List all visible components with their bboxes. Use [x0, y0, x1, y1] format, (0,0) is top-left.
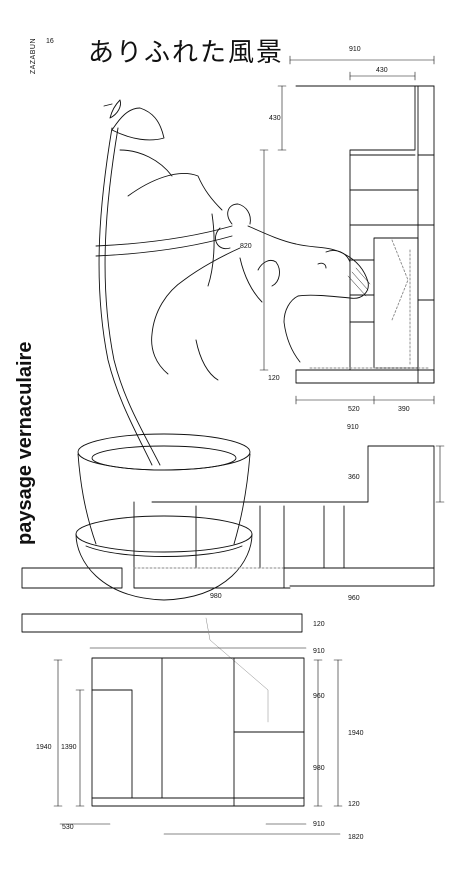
top-dimension-lines: [259, 55, 435, 405]
cabinet-drawing: [91, 657, 305, 807]
dim-step-height: 360: [348, 474, 360, 481]
dimension-labels: 910 430 430 820 120 520 390 910 360 980 …: [36, 46, 410, 841]
japanese-title: ありふれた風景: [88, 38, 285, 68]
dim-cab-height-right: 1940: [348, 730, 364, 737]
step-shelf-drawing: [21, 445, 435, 723]
plant-drawing: [95, 99, 233, 466]
dim-plank: 120: [313, 621, 325, 628]
dim-cab-lower-right: 980: [313, 765, 325, 772]
cabinet-dimension-lines: [53, 647, 343, 835]
dim-top-sub: 430: [376, 67, 388, 74]
top-shelf-drawing: [295, 85, 435, 384]
dim-cab-inner-left: 1390: [61, 744, 77, 751]
issue-number: 16: [46, 38, 54, 45]
dim-top-height: 430: [269, 115, 281, 122]
dim-cab-base: 120: [348, 801, 360, 808]
cow-drawing: [151, 203, 371, 381]
mid-dimension-lines: [435, 445, 445, 503]
dim-cab-upper-right: 960: [313, 693, 325, 700]
dim-cab-right-bottom: 910: [313, 821, 325, 828]
dim-bottom-total: 910: [347, 424, 359, 431]
dim-mid-label: 820: [240, 243, 252, 250]
dim-bottom-shelf: 120: [268, 375, 280, 382]
dim-cab-left-bottom: 530: [62, 824, 74, 831]
dim-cab-total: 1820: [348, 834, 364, 841]
dim-top-width: 910: [349, 46, 361, 53]
pot-drawing: [75, 433, 253, 601]
dim-long-right: 960: [348, 595, 360, 602]
dim-cab-height-left: 1940: [36, 744, 52, 751]
dim-long-left: 980: [210, 593, 222, 600]
dim-bottom-left: 520: [348, 406, 360, 413]
dim-bottom-right: 390: [398, 406, 410, 413]
dim-cab-top: 910: [313, 648, 325, 655]
